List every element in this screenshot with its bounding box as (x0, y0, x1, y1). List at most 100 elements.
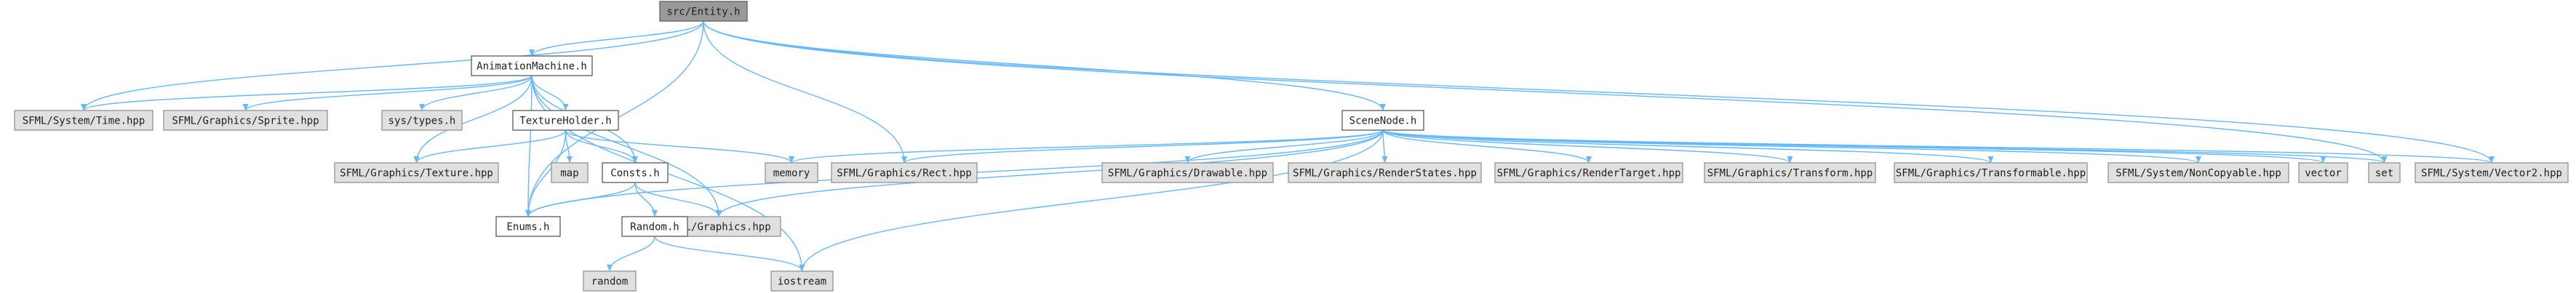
node-label-animation: AnimationMachine.h (476, 61, 587, 73)
node-box-sfml_time (14, 110, 153, 131)
node-sfml_time: SFML/System/Time.hpp (14, 110, 153, 131)
node-sfml_transformable: SFML/Graphics/Transformable.hpp (1894, 162, 2088, 183)
node-sys_types: sys/types.h (381, 110, 463, 131)
node-label-sfml_vector2: SFML/System/Vector2.hpp (2421, 168, 2562, 180)
node-box-vector (2298, 162, 2348, 183)
node-label-sfml_time: SFML/System/Time.hpp (23, 116, 145, 127)
edge-scenenode-to-sfml_transform (1382, 129, 1793, 164)
node-label-consts: Consts.h (610, 168, 659, 180)
edge-animation-to-sfml_time (81, 75, 533, 111)
node-label-scenenode: SceneNode.h (1349, 116, 1417, 127)
node-sfml_renderstates: SFML/Graphics/RenderStates.hpp (1288, 162, 1482, 183)
edge-random_h-to-random (607, 236, 655, 272)
edge-animation-to-textureholder (531, 75, 569, 111)
edge-scenenode-to-sfml_transformable (1382, 129, 1994, 164)
node-label-sfml_sprite: SFML/Graphics/Sprite.hpp (172, 116, 319, 127)
edge-animation-to-sfml_texture (413, 75, 533, 164)
node-label-sfml_rect: SFML/Graphics/Rect.hpp (837, 168, 971, 180)
edge-animation-to-sys_types (419, 75, 533, 111)
node-vector: vector (2298, 162, 2348, 183)
node-box-animation[interactable] (471, 55, 593, 76)
node-sfml_sprite: SFML/Graphics/Sprite.hpp (163, 110, 328, 131)
node-sfml_rect: SFML/Graphics/Rect.hpp (831, 162, 978, 183)
node-label-sys_types: sys/types.h (388, 116, 456, 127)
node-map: map (551, 162, 589, 183)
edge-textureholder-to-enums (525, 129, 567, 217)
node-label-sfml_rendertarget: SFML/Graphics/RenderTarget.hpp (1497, 168, 1681, 180)
edge-entity-to-sfml_vector2 (703, 20, 2495, 164)
edge-scenenode-to-set (1382, 129, 2387, 164)
edge-scenenode-to-iostream (799, 129, 1384, 272)
node-label-set: set (2375, 168, 2393, 180)
node-label-sfml_noncopyable: SFML/System/NonCopyable.hpp (2116, 168, 2281, 180)
node-box-entity[interactable] (659, 1, 748, 22)
node-iostream: iostream (770, 270, 834, 292)
node-box-sfml_transformable (1894, 162, 2088, 183)
edge-textureholder-to-consts (565, 129, 638, 164)
node-label-entity: src/Entity.h (666, 7, 740, 18)
node-box-random (583, 270, 637, 292)
node-box-scenenode[interactable] (1341, 110, 1424, 131)
edge-scenenode-to-sfml_drawable (1184, 129, 1384, 164)
edge-random_h-to-iostream (654, 236, 805, 272)
node-label-vector: vector (2305, 168, 2342, 180)
node-box-iostream (770, 270, 834, 292)
node-box-sfml_texture (334, 162, 499, 183)
node-box-sfml_renderstates (1288, 162, 1482, 183)
node-enums[interactable]: Enums.h (495, 216, 561, 237)
node-label-memory: memory (773, 168, 810, 180)
node-sfml_noncopyable: SFML/System/NonCopyable.hpp (2108, 162, 2289, 183)
node-sfml_vector2: SFML/System/Vector2.hpp (2414, 162, 2569, 183)
node-box-sfml_drawable (1101, 162, 1274, 183)
node-set: set (2368, 162, 2401, 183)
node-box-consts[interactable] (602, 162, 669, 183)
node-label-sfml_graphics: SFML/Graphics.hpp (666, 222, 770, 233)
node-random: random (583, 270, 637, 292)
node-label-random: random (591, 276, 629, 288)
node-label-random_h: Random.h (630, 222, 679, 233)
edge-scenenode-to-sfml_rendertarget (1382, 129, 1592, 164)
node-memory: memory (765, 162, 818, 183)
edge-entity-to-set (703, 20, 2388, 164)
node-label-sfml_texture: SFML/Graphics/Texture.hpp (340, 168, 493, 180)
edge-entity-to-scenenode (703, 20, 1386, 111)
edge-scenenode-to-sfml_vector2 (1382, 129, 2495, 164)
node-box-sfml_transform (1704, 162, 1876, 183)
edge-scenenode-to-sfml_rect (901, 129, 1384, 164)
edge-entity-to-sfml_rect (703, 20, 907, 164)
edge-animation-to-enums (525, 75, 533, 217)
edges-layer (81, 20, 2495, 272)
node-label-sfml_drawable: SFML/Graphics/Drawable.hpp (1108, 168, 1267, 180)
edge-consts-to-random_h (634, 182, 658, 217)
node-label-iostream: iostream (778, 276, 826, 288)
node-animation[interactable]: AnimationMachine.h (471, 55, 593, 76)
node-box-sfml_sprite (163, 110, 328, 131)
node-label-textureholder: TextureHolder.h (519, 116, 611, 127)
edge-textureholder-to-memory (565, 129, 794, 164)
node-box-random_h[interactable] (621, 216, 688, 237)
edge-consts-to-sfml_graphics (634, 182, 722, 217)
node-box-sfml_rect (831, 162, 978, 183)
node-box-enums[interactable] (495, 216, 561, 237)
node-box-textureholder[interactable] (512, 110, 619, 131)
node-scenenode[interactable]: SceneNode.h (1341, 110, 1424, 131)
node-label-sfml_transformable: SFML/Graphics/Transformable.hpp (1896, 168, 2086, 180)
node-textureholder[interactable]: TextureHolder.h (512, 110, 619, 131)
edge-textureholder-to-sfml_texture (413, 129, 567, 164)
edge-entity-to-sfml_time (81, 20, 704, 111)
node-label-sfml_renderstates: SFML/Graphics/RenderStates.hpp (1293, 168, 1477, 180)
node-entity[interactable]: src/Entity.h (659, 1, 748, 22)
node-random_h[interactable]: Random.h (621, 216, 688, 237)
node-label-map: map (560, 168, 578, 180)
edge-animation-to-sfml_graphics (531, 75, 722, 217)
node-consts[interactable]: Consts.h (602, 162, 669, 183)
edge-scenenode-to-sfml_noncopyable (1382, 129, 2201, 164)
edge-scenenode-to-sfml_graphics (716, 129, 1384, 217)
node-label-enums: Enums.h (506, 222, 549, 233)
nodes-layer: src/Entity.hAnimationMachine.hSceneNode.… (14, 1, 2569, 292)
node-box-memory (765, 162, 818, 183)
node-sfml_texture: SFML/Graphics/Texture.hpp (334, 162, 499, 183)
node-label-sfml_transform: SFML/Graphics/Transform.hpp (1707, 168, 1873, 180)
node-sfml_transform: SFML/Graphics/Transform.hpp (1704, 162, 1876, 183)
